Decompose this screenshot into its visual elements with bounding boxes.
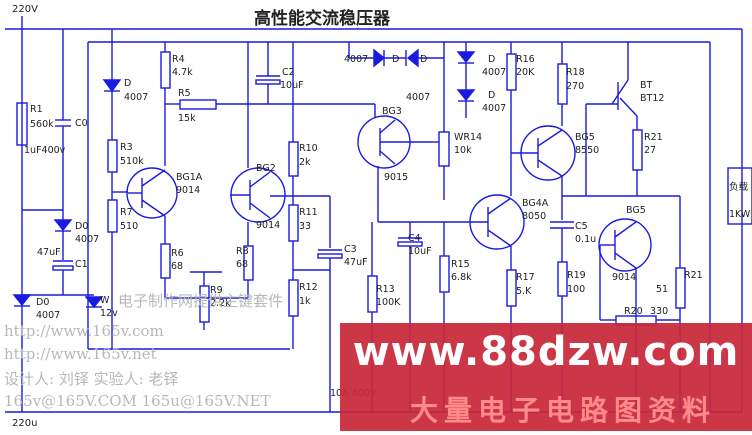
label-bg3-value: 9015 xyxy=(384,172,408,183)
label-r4: R4 xyxy=(172,54,185,65)
label-r21a: R21 xyxy=(644,132,663,143)
label-r17: R17 xyxy=(516,272,535,283)
diagram-title: 高性能交流稳压器 xyxy=(254,8,391,29)
label-c1: C1 xyxy=(75,259,88,270)
banner-caption: 大量电子电路图资料 xyxy=(410,394,717,427)
label-c0: C0 xyxy=(75,118,88,129)
label-r12: R12 xyxy=(299,282,318,293)
label-r7: R7 xyxy=(120,207,133,218)
label-r18: R18 xyxy=(566,67,585,78)
label-r5-value: 15k xyxy=(178,113,196,124)
label-bg5b-value: 9014 xyxy=(612,272,636,283)
label-c2: C2 xyxy=(282,67,295,78)
label-c5: C5 xyxy=(575,221,588,232)
label-r13-value: 100K xyxy=(376,297,401,308)
label-r13: R13 xyxy=(376,284,395,295)
label-r16: R16 xyxy=(516,54,535,65)
label-bt-value: BT12 xyxy=(640,93,664,104)
label-c5-value: 0.1u xyxy=(575,234,596,245)
label-bg3: BG3 xyxy=(382,106,402,117)
watermark-line-4: 设计人: 刘铎 实验人: 老铎 xyxy=(4,370,179,388)
label-load: 负载 xyxy=(729,181,749,193)
watermark-line-2: http://www.165v.com xyxy=(4,322,164,340)
label-d0b-value: 4007 xyxy=(36,310,60,321)
label-r15: R15 xyxy=(451,259,470,270)
label-d0a: D0 xyxy=(75,221,88,232)
label-r21b: R21 xyxy=(684,270,703,281)
label-r4-value: 4.7k xyxy=(172,67,193,78)
label-r12-value: 1k xyxy=(299,296,311,307)
label-r20-value: 330 xyxy=(650,306,668,317)
banner-background xyxy=(340,323,752,431)
label-r21a-value: 27 xyxy=(644,145,656,156)
label-c3: C3 xyxy=(344,244,357,255)
label-d0a-value: 4007 xyxy=(75,234,99,245)
label-d: D xyxy=(124,78,131,89)
label-r15-value: 6.8k xyxy=(451,272,472,283)
label-r10: R10 xyxy=(299,143,318,154)
watermark-line-5: 165v@165V.COM 165u@165V.NET xyxy=(4,392,271,410)
label-r16-value: 20K xyxy=(516,67,535,78)
label-bg1a: BG1A xyxy=(176,172,203,183)
label-bg4a: BG4A xyxy=(522,198,549,209)
label-w: W xyxy=(100,295,110,306)
label-r6-value: 68 xyxy=(171,261,183,272)
label-d2-value: 4007 xyxy=(482,103,506,114)
label-r20: R20 xyxy=(624,306,643,317)
site-banner: www.88dzw.com 大量电子电路图资料 xyxy=(340,323,752,431)
watermark-line-3: http://www.165v.net xyxy=(4,345,157,363)
label-d-top-right-value: 4007 xyxy=(406,92,430,103)
label-r8: R8 xyxy=(236,246,249,257)
label-r3: R3 xyxy=(120,142,133,153)
label-r19: R19 xyxy=(567,270,586,281)
label-r1-value: 560k xyxy=(30,119,54,130)
label-r6: R6 xyxy=(171,248,184,259)
watermark-line-1: 电子制作网提供主键套件 xyxy=(118,292,284,310)
label-load-value: 1KW xyxy=(729,209,751,220)
label-r11-value: 33 xyxy=(299,221,311,232)
label-c1-value: 47uF xyxy=(37,247,61,258)
label-r11: R11 xyxy=(299,207,318,218)
label-r8-value: 68 xyxy=(236,259,248,270)
label-bg4a-value: 8050 xyxy=(522,211,546,222)
label-r3-value: 510k xyxy=(120,156,144,167)
label-bt: BT xyxy=(640,80,653,91)
label-d-top-left: D xyxy=(392,54,399,65)
rail-top-label: 220V xyxy=(12,4,38,15)
label-bg2-value: 9014 xyxy=(256,220,280,231)
label-c0-value: 1uF400v xyxy=(24,145,66,156)
label-wr14: WR14 xyxy=(454,132,482,143)
label-d1: D xyxy=(488,54,495,65)
label-r17-value: 5.K xyxy=(516,286,532,297)
label-r1: R1 xyxy=(30,104,43,115)
label-d-value: 4007 xyxy=(124,92,148,103)
banner-url: www.88dzw.com xyxy=(352,329,740,375)
label-bg5a-value: 8550 xyxy=(575,145,599,156)
label-r9: R9 xyxy=(210,285,223,296)
label-bg2: BG2 xyxy=(256,163,276,174)
label-bg5b: BG5 xyxy=(626,205,646,216)
label-w-value: 12v xyxy=(100,308,118,319)
label-bg1a-value: 9014 xyxy=(176,185,200,196)
label-r9-value: 2.2k xyxy=(210,298,231,309)
label-d0b: D0 xyxy=(36,297,49,308)
label-c4: C4 xyxy=(408,233,421,244)
label-d2: D xyxy=(488,90,495,101)
label-r10-value: 2k xyxy=(299,157,311,168)
label-r19-value: 100 xyxy=(567,284,585,295)
label-d-top-right: D xyxy=(420,54,427,65)
label-wr14-value: 10k xyxy=(454,145,472,156)
label-r7-value: 510 xyxy=(120,221,138,232)
label-r21b-value: 51 xyxy=(656,284,668,295)
label-r5: R5 xyxy=(178,88,191,99)
rail-bottom-label: 220u xyxy=(12,418,37,429)
label-c3-value: 47uF xyxy=(344,257,368,268)
label-d-top-left-value: 4007 xyxy=(344,54,368,65)
label-bg5a: BG5 xyxy=(575,132,595,143)
label-r18-value: 270 xyxy=(566,81,584,92)
label-c4-value: 10uF xyxy=(408,246,432,257)
label-d1-value: 4007 xyxy=(482,67,506,78)
label-c2-value: 10uF xyxy=(280,80,304,91)
